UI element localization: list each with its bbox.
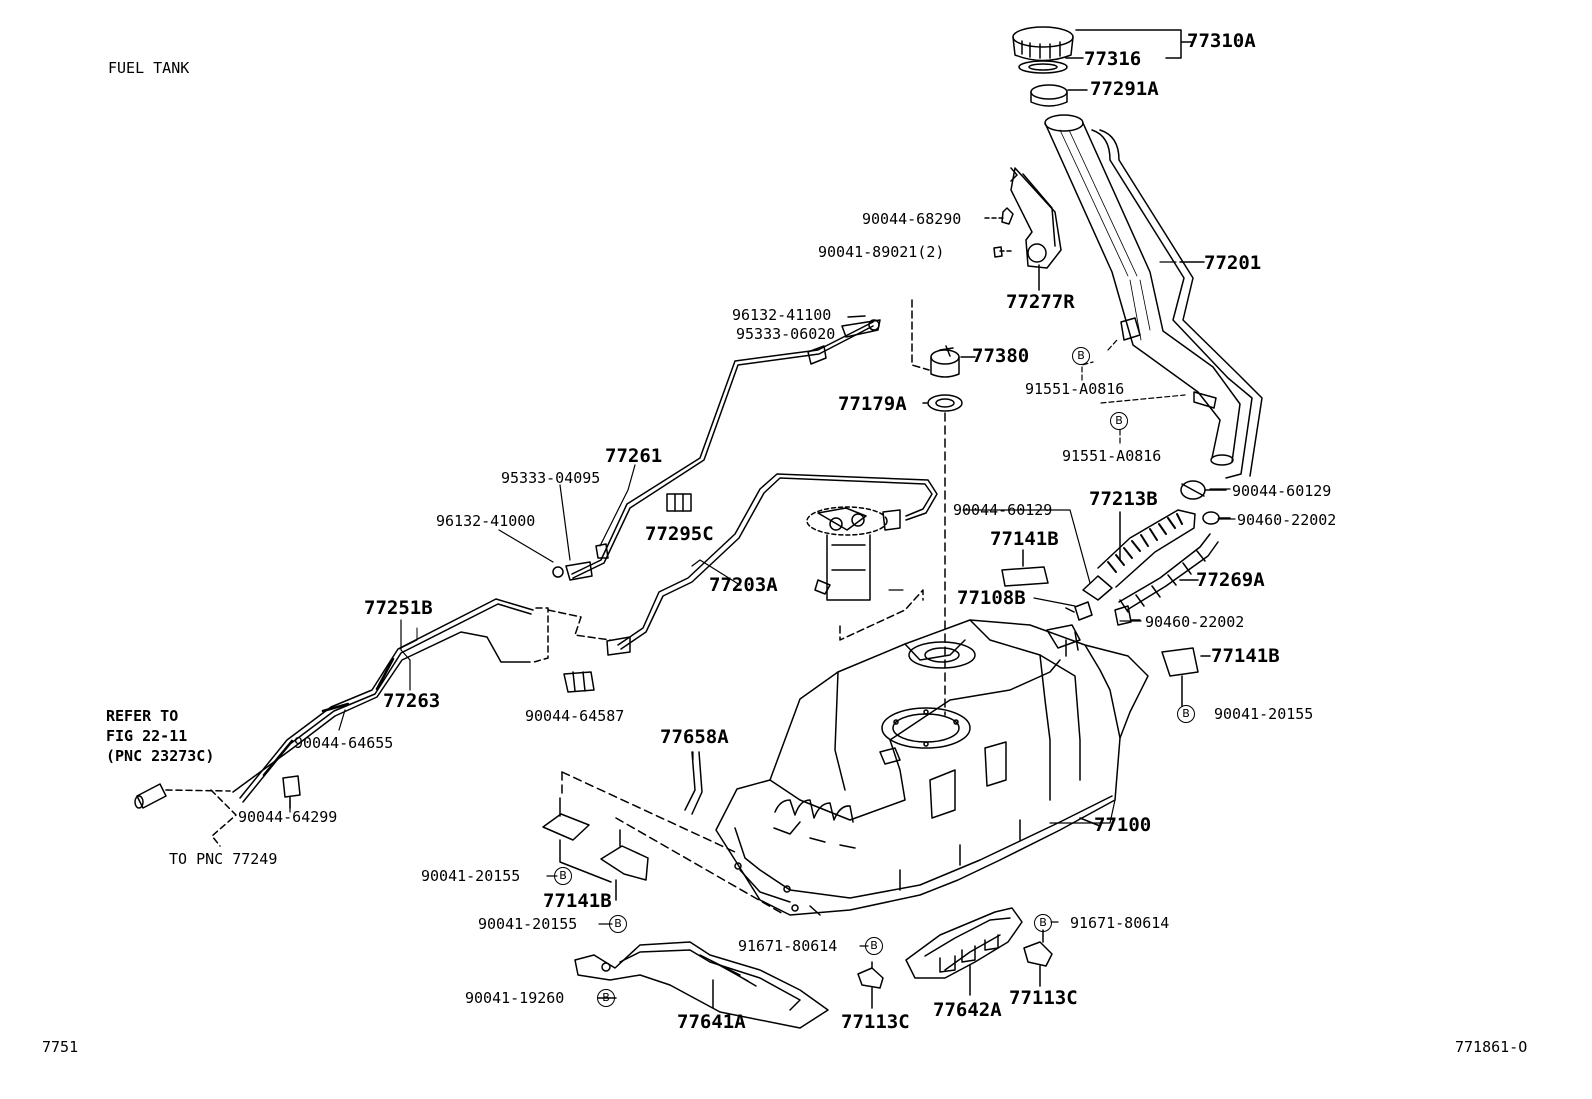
part-label-77113C-right[interactable]: 77113C [1009,987,1078,1009]
bolt-marker: B [865,937,883,955]
part-label-90044-68290[interactable]: 90044-68290 [862,210,962,228]
part-label-90041-20155-right[interactable]: 90041-20155 [1214,705,1314,723]
part-label-90044-60129-right[interactable]: 90044-60129 [1232,482,1332,500]
guide-line [210,789,237,847]
clip-64587-drawing [563,671,595,693]
filler-pipe-drawing [1044,114,1263,479]
fuel-cap-drawing [1012,26,1194,74]
lower-brackets-drawing [542,771,786,916]
part-label-77261[interactable]: 77261 [605,445,663,467]
part-label-77179A[interactable]: 77179A [838,393,907,415]
part-label-77251B[interactable]: 77251B [364,597,433,619]
part-label-77291A[interactable]: 77291A [1090,78,1159,100]
leader-lines [289,261,1236,947]
part-label-77641A[interactable]: 77641A [677,1011,746,1033]
part-label-77642A[interactable]: 77642A [933,999,1002,1021]
part-label-91671-80614-right[interactable]: 91671-80614 [1070,914,1170,932]
part-label-77203A[interactable]: 77203A [709,574,778,596]
refer-note-line3: (PNC 23273C) [106,747,215,765]
part-label-77269A[interactable]: 77269A [1196,569,1265,591]
bolt-marker: B [1034,914,1052,932]
part-label-96132-41100[interactable]: 96132-41100 [732,306,832,324]
tube-77261-drawing [552,315,881,581]
to-pnc-note: TO PNC 77249 [169,850,278,868]
page-title: FUEL TANK [108,59,190,77]
part-label-90041-89021[interactable]: 90041-89021(2) [818,243,945,261]
pad-drawing [1001,549,1211,707]
clamp-77295C-drawing [666,493,692,512]
part-label-90044-64587[interactable]: 90044-64587 [525,707,625,725]
tube-77203A-drawing [547,473,938,656]
part-label-95333-04095[interactable]: 95333-04095 [501,469,601,487]
protector-77642A-drawing [905,907,1023,996]
pump-cap-drawing [911,299,976,716]
bolt-marker: B [1072,347,1090,365]
part-label-77310A[interactable]: 77310A [1187,30,1256,52]
bracket-77113C-drawing [857,929,1053,1009]
fuel-pump-drawing [806,506,924,641]
part-label-90460-22002-lower[interactable]: 90460-22002 [1145,613,1245,631]
part-label-77213B[interactable]: 77213B [1089,488,1158,510]
hose-clamps-drawing [1065,480,1231,626]
bolt-marker: B [597,989,615,1007]
part-label-90041-19260[interactable]: 90041-19260 [465,989,565,1007]
clip-64299-drawing [282,775,301,809]
tube-77251B-drawing [134,598,549,809]
ring-drawing [1030,84,1088,107]
part-label-95333-06020[interactable]: 95333-06020 [736,325,836,343]
part-label-77141B-lower[interactable]: 77141B [543,890,612,912]
hose-77213B-drawing [1082,509,1196,601]
part-label-77658A[interactable]: 77658A [660,726,729,748]
bolt-marker: B [1177,705,1195,723]
refer-note-line2: FIG 22-11 [106,727,188,745]
part-label-77316[interactable]: 77316 [1084,48,1142,70]
part-label-77263[interactable]: 77263 [383,690,441,712]
bolt-marker: B [609,915,627,933]
fuel-tank-drawing [715,619,1149,916]
hose-77658A-drawing [684,751,703,815]
bracket-77277R-drawing [984,167,1062,291]
bolt-marker: B [554,867,572,885]
figure-code-right: 771861-O [1455,1038,1528,1056]
part-label-77100[interactable]: 77100 [1094,814,1152,836]
part-label-96132-41000[interactable]: 96132-41000 [436,512,536,530]
part-label-90041-20155-left[interactable]: 90041-20155 [421,867,521,885]
part-label-90044-64655[interactable]: 90044-64655 [294,734,394,752]
part-label-77108B[interactable]: 77108B [957,587,1026,609]
part-label-77295C[interactable]: 77295C [645,523,714,545]
part-label-77141B-upper[interactable]: 77141B [990,528,1059,550]
part-label-77277R[interactable]: 77277R [1006,291,1075,313]
part-label-77141B-right[interactable]: 77141B [1211,645,1280,667]
part-label-90041-20155-lower[interactable]: 90041-20155 [478,915,578,933]
part-label-77113C-left[interactable]: 77113C [841,1011,910,1033]
part-label-77201[interactable]: 77201 [1204,252,1262,274]
part-label-91671-80614-left[interactable]: 91671-80614 [738,937,838,955]
part-label-90044-60129-left[interactable]: 90044-60129 [953,501,1053,519]
refer-note-line1: REFER TO [106,707,179,725]
part-label-90460-22002-upper[interactable]: 90460-22002 [1237,511,1337,529]
part-label-91551-A0816-upper[interactable]: 91551-A0816 [1025,380,1125,398]
figure-code-left: 7751 [42,1038,79,1056]
bolt-marker: B [1110,412,1128,430]
skid-plate-77641A-drawing [574,941,829,1029]
hose-77269A-drawing [1118,533,1219,613]
part-label-90044-64299[interactable]: 90044-64299 [238,808,338,826]
part-label-77380[interactable]: 77380 [972,345,1030,367]
part-label-91551-A0816-lower[interactable]: 91551-A0816 [1062,447,1162,465]
